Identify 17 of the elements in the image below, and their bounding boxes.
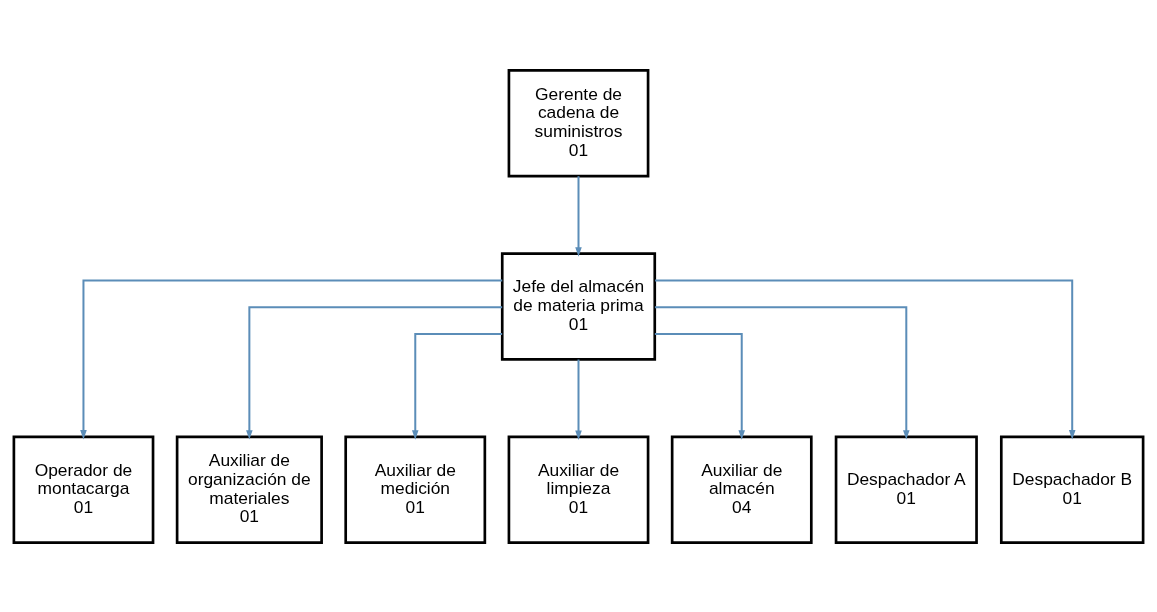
arrow: [655, 278, 1076, 439]
arrow: [575, 175, 582, 257]
arrow: [575, 359, 582, 440]
arrow: [80, 278, 503, 439]
arrow: [654, 305, 910, 439]
arrow: [246, 305, 503, 439]
node-box: Despachador B 01: [999, 435, 1145, 544]
node-box: Despachador A 01: [834, 435, 978, 544]
node-box: Auxiliar de limpieza 01: [507, 435, 650, 544]
arrow: [654, 332, 745, 440]
node-box: Auxiliar de organización de materiales 01: [175, 435, 323, 544]
arrow: [412, 332, 503, 440]
node-box: Auxiliar de medición 01: [344, 435, 487, 544]
node-box: Jefe del almacén de materia prima 01: [500, 251, 657, 361]
node-box: Operador de montacarga 01: [12, 435, 155, 544]
node-box: Auxiliar de almacén 04: [670, 435, 813, 544]
node-box: Gerente de cadena de suministros 01: [507, 68, 650, 177]
